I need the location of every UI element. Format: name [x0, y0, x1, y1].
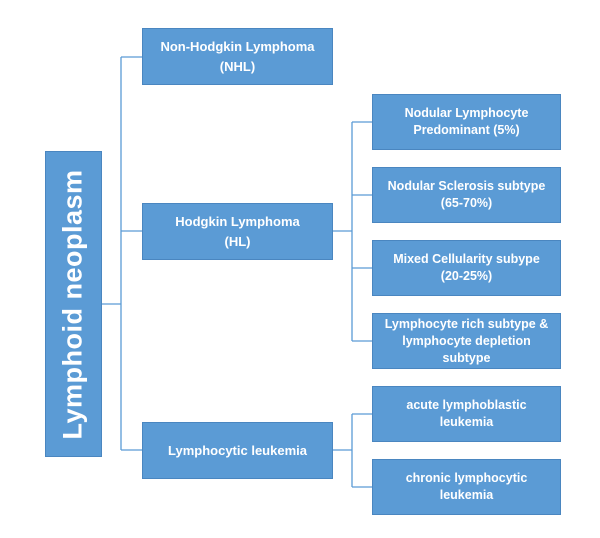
node-label: chronic lymphocytic leukemia	[405, 471, 528, 502]
node-label: Lymphocyte rich subtype & lymphocyte dep…	[384, 316, 549, 365]
node-hodgkin-lymphoma: Hodgkin Lymphoma (HL)	[142, 203, 333, 260]
node-label: Nodular Lymphocyte Predominant (5%)	[404, 106, 529, 137]
node-nodular-lymphocyte-predominant: Nodular Lymphocyte Predominant (5%)	[372, 94, 561, 150]
node-label: acute lymphoblastic leukemia	[406, 398, 527, 429]
node-mixed-cellularity: Mixed Cellularity subype (20-25%)	[372, 240, 561, 296]
node-non-hodgkin-lymphoma: Non-Hodgkin Lymphoma (NHL)	[142, 28, 333, 85]
root-node-lymphoid-neoplasm: Lymphoid neoplasm	[45, 151, 102, 457]
node-label: Mixed Cellularity subype (20-25%)	[393, 252, 540, 283]
node-lymphocyte-rich-depletion: Lymphocyte rich subtype & lymphocyte dep…	[372, 313, 561, 369]
node-label: Hodgkin Lymphoma (HL)	[175, 213, 300, 249]
node-label: Nodular Sclerosis subtype (65-70%)	[387, 179, 546, 210]
node-label: Lymphocytic leukemia	[168, 442, 307, 458]
node-lymphocytic-leukemia: Lymphocytic leukemia	[142, 422, 333, 479]
node-label: Non-Hodgkin Lymphoma (NHL)	[160, 38, 315, 74]
root-node-label: Lymphoid neoplasm	[58, 168, 88, 440]
node-nodular-sclerosis: Nodular Sclerosis subtype (65-70%)	[372, 167, 561, 223]
node-acute-lymphoblastic-leukemia: acute lymphoblastic leukemia	[372, 386, 561, 442]
node-chronic-lymphocytic-leukemia: chronic lymphocytic leukemia	[372, 459, 561, 515]
